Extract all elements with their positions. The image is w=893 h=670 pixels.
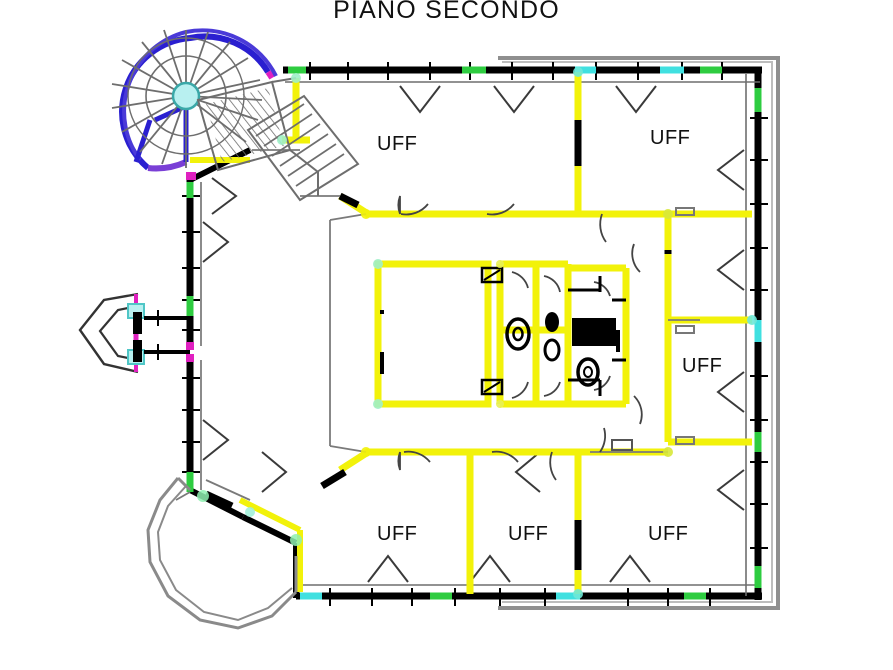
light-well-room (374, 260, 492, 408)
room-label-uff-top-left: UFF (377, 133, 418, 155)
curved-bay-link-upper (176, 476, 192, 492)
spiral-rim-magenta (265, 70, 275, 80)
partition-bay-link (238, 497, 302, 533)
stair-flight-hatch-upper (206, 88, 284, 162)
apse-balcony (78, 292, 190, 374)
room-label-uff-bottom-right: UFF (648, 523, 689, 545)
bay-node-upper (197, 490, 209, 502)
page-title: PIANO SECONDO (333, 0, 560, 24)
bay-node-mid (245, 507, 255, 517)
wc-fixture-2 (545, 312, 559, 332)
outer-boundary-line (498, 56, 780, 610)
niche-top (480, 266, 504, 284)
room-label-uff-bottom-mid: UFF (508, 523, 549, 545)
wall-lower-left-diagonal-2 (241, 514, 298, 546)
niche-bottom-slash (483, 381, 501, 393)
small-fixtures (380, 207, 695, 451)
spiral-inner-ring (145, 55, 227, 137)
room-label-uff-top-right: UFF (650, 127, 691, 149)
niche-top-slash (483, 269, 501, 281)
door-swing-arcs (397, 195, 643, 481)
perimeter-walls (186, 66, 762, 600)
window-symbols (202, 85, 745, 583)
fixture-right-lower (675, 436, 695, 445)
sink-fixture (576, 357, 600, 387)
shaft-block (572, 318, 616, 346)
stair-landing-link (289, 149, 319, 196)
wc-fixture-3 (543, 338, 561, 362)
straight-stair-flight (196, 77, 360, 202)
spiral-rim-purple (147, 159, 188, 172)
stair-flight-outline-lower (246, 94, 360, 202)
niche-bottom (480, 378, 504, 396)
spiral-newel (171, 81, 201, 111)
curved-bay-outer (146, 477, 298, 630)
apse-outline-inner (98, 304, 139, 362)
wall-accent-segments (186, 66, 762, 600)
curved-bay-inner (156, 485, 293, 622)
bay-node-lower (290, 534, 302, 546)
apse-door-jamb-lower (133, 340, 142, 362)
door-leaves (204, 120, 672, 570)
wc-fixture-1 (505, 317, 531, 351)
room-label-uff-mid-right: UFF (682, 355, 723, 377)
junction-nodes (277, 67, 757, 599)
wall-hatch-marks (182, 62, 768, 606)
fixture-right-top (675, 207, 695, 216)
room-label-uff-bottom-left: UFF (377, 523, 418, 545)
sink-fixture-drain (583, 366, 593, 378)
fixture-right-upper (675, 325, 695, 334)
wc-fixture-1-bowl (512, 326, 524, 342)
apse-door-jamb-upper (133, 312, 142, 334)
curved-bay (146, 476, 302, 630)
fixture-bottom-core (611, 439, 633, 451)
apse-outline-outer (78, 292, 139, 374)
stair-treads-lower (255, 103, 345, 187)
spiral-rim-outer (122, 28, 278, 162)
core-fixtures (505, 276, 626, 396)
thin-internal-lines (175, 149, 700, 501)
